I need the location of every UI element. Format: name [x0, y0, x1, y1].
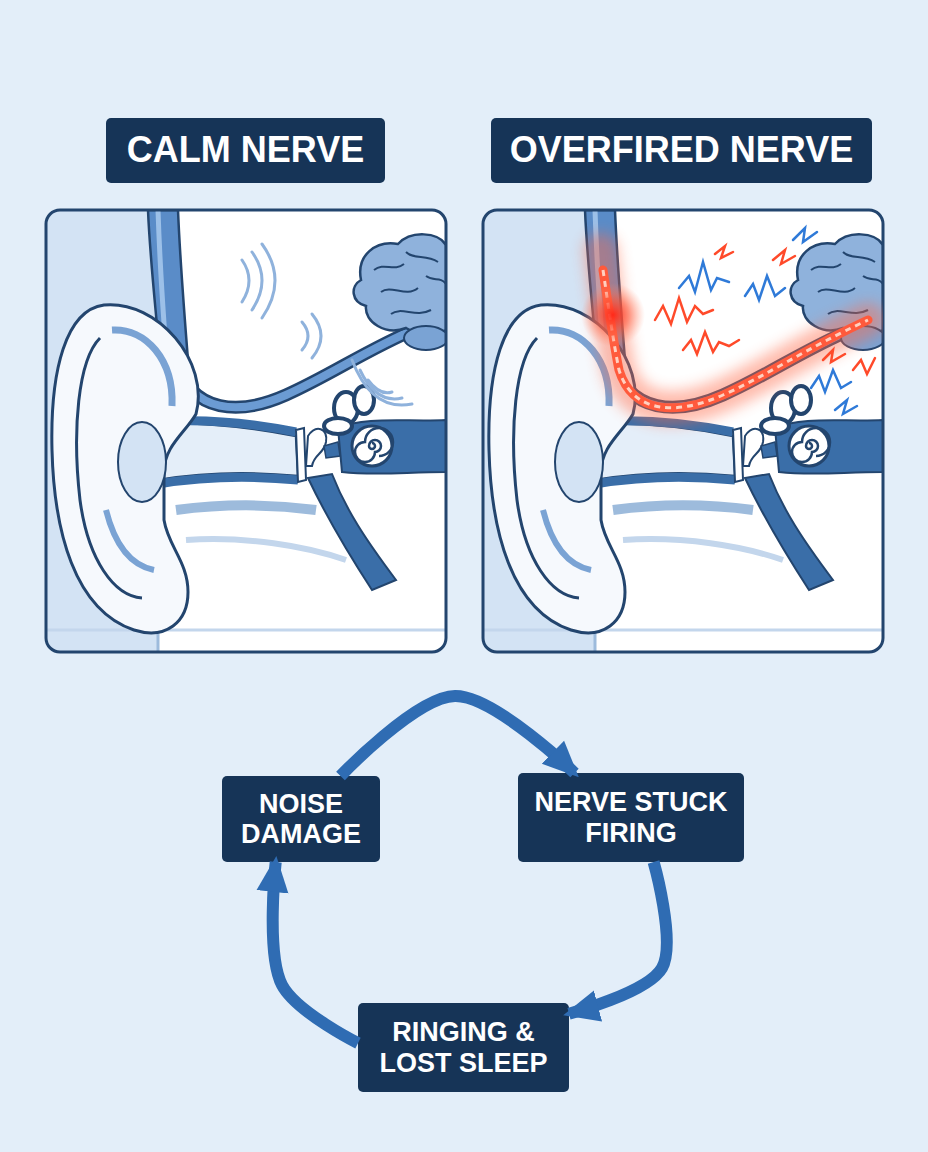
process-box: OVERFIRED NERVE [491, 118, 872, 183]
process-box: RINGING & LOST SLEEP [358, 1003, 569, 1092]
sound-wave [312, 314, 321, 358]
sparks [655, 228, 875, 414]
spark-zigzag [811, 370, 851, 392]
spark-bolt [835, 400, 857, 414]
connectors [273, 696, 667, 1043]
spark-zigzag [853, 358, 875, 374]
sound-wave [302, 322, 308, 350]
hot-spot [581, 283, 645, 347]
process-box: CALM NERVE [106, 118, 385, 183]
overfired-panel-illustration [483, 210, 885, 652]
spark-bolt [773, 250, 795, 264]
node-label: OVERFIRED NERVE [510, 130, 853, 170]
node-label: NOISE DAMAGE [232, 789, 370, 849]
spark-zigzag [655, 298, 713, 324]
nerve-fire-crackle [603, 270, 868, 408]
sound-wave [252, 252, 262, 310]
cycle-arrow [569, 862, 667, 1014]
spark-zigzag [683, 332, 739, 354]
sound-wave [352, 360, 412, 405]
spark-zigzag [679, 262, 729, 292]
nerve-fire-line [603, 270, 868, 408]
spark-bolt [793, 228, 817, 242]
node-label: CALM NERVE [127, 130, 364, 170]
spark-bolt [823, 350, 845, 362]
sound-waves [242, 244, 412, 405]
overfire-effects [581, 228, 875, 414]
process-box: NERVE STUCK FIRING [518, 773, 744, 862]
process-box: NOISE DAMAGE [222, 776, 380, 862]
sound-wave [262, 244, 275, 318]
calm-panel-illustration [46, 210, 448, 652]
node-label: RINGING & LOST SLEEP [368, 1017, 559, 1077]
sound-wave [242, 260, 249, 302]
cycle-arrow [341, 696, 575, 776]
node-label: NERVE STUCK FIRING [528, 787, 734, 847]
spark-zigzag [745, 276, 785, 300]
cycle-arrow [273, 862, 358, 1043]
spark-bolt [715, 246, 733, 258]
